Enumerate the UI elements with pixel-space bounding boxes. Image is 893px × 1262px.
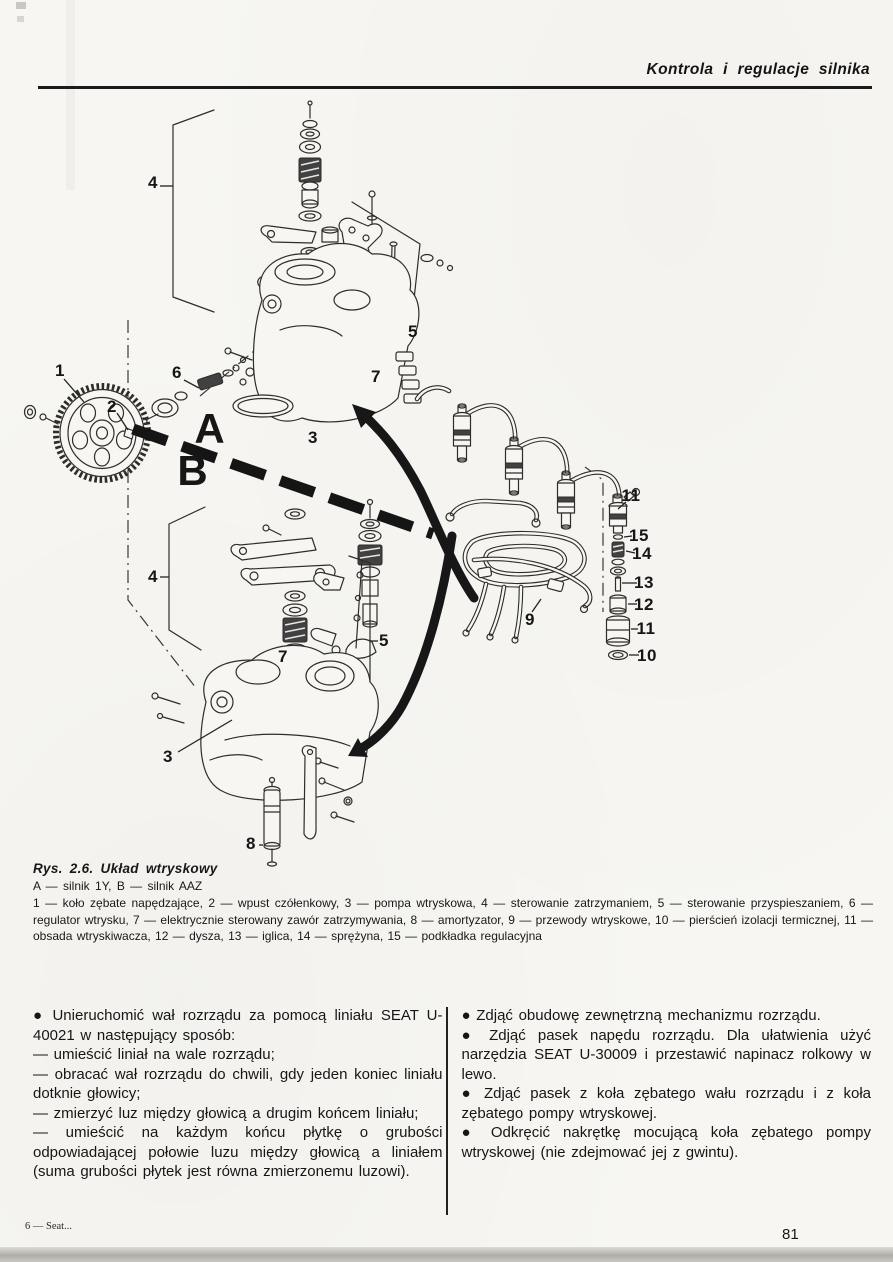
callout-13: 13 [634, 573, 654, 592]
paragraph: ● Zdjąć pasek z koła zębatego wału rozrz… [461, 1085, 872, 1122]
figure-caption-title: Rys. 2.6. Układ wtryskowy [33, 861, 218, 876]
paragraph: ● Odkręcić nakrętkę mocującą koła zębate… [461, 1124, 872, 1161]
callout-7-b: 7 [278, 647, 288, 666]
right-column: ● Zdjąć obudowę zewnętrzną mechanizmu ro… [462, 1006, 872, 1182]
injection-pump-a [224, 226, 422, 423]
exploded-injector [605, 487, 641, 661]
variant-label-b: B [177, 447, 209, 494]
callout-4-a: 4 [148, 173, 158, 192]
figure-caption-legend: 1 — koło zębate napędzające, 2 — wpust c… [33, 896, 873, 943]
scan-edge-band [0, 1247, 893, 1262]
paragraph: ● Zdjąć pasek napędu rozrządu. Dla ułatw… [461, 1026, 872, 1083]
callout-4-b: 4 [148, 567, 158, 586]
paragraph: — umieścić na każdym końcu płytkę o grub… [33, 1124, 443, 1180]
injection-pump-b [151, 644, 379, 801]
scan-smudge [17, 16, 24, 22]
callout-15: 15 [629, 526, 649, 545]
callout-3-a: 3 [308, 428, 318, 447]
figure-caption: Rys. 2.6. Układ wtryskowy A — silnik 1Y,… [33, 861, 873, 945]
callout-8: 8 [246, 834, 256, 853]
running-header: Kontrola i regulacje silnika [646, 61, 870, 78]
callout-14: 14 [632, 544, 652, 563]
print-signature: 6 — Seat... [25, 1221, 72, 1232]
scan-streak [66, 0, 75, 190]
body-text: ● Unieruchomić wał rozrządu za pomocą li… [33, 1006, 871, 1182]
injectors-row [414, 385, 622, 530]
paragraph: — zmierzyć luz między głowicą a drugim k… [33, 1104, 419, 1122]
paragraph: ● Unieruchomić wał rozrządu za pomocą li… [33, 1007, 443, 1044]
column-divider [446, 1007, 448, 1215]
figure-caption-variants: A — silnik 1Y, B — silnik AAZ [33, 879, 203, 893]
header-rule [38, 86, 872, 89]
paragraph: ● Zdjąć obudowę zewnętrzną mechanizmu ro… [461, 1007, 821, 1024]
drive-gear [23, 378, 151, 483]
callout-1: 1 [55, 361, 65, 380]
scan-smudge [16, 2, 26, 9]
variant-divider-line [131, 423, 435, 540]
damper-group [259, 745, 355, 867]
callout-5-b: 5 [379, 631, 389, 650]
callout-12: 12 [634, 595, 654, 614]
injection-lines [445, 498, 593, 644]
callout-3-b: 3 [163, 747, 173, 766]
callout-9: 9 [525, 610, 535, 629]
callout-11-top: 11 [621, 486, 641, 505]
variant-label-a: A [194, 405, 226, 452]
callout-10: 10 [637, 646, 657, 665]
callout-2: 2 [107, 397, 117, 416]
variant-arrows [348, 404, 479, 757]
paragraph: — umieścić liniał na wale rozrządu; [33, 1046, 275, 1063]
page-number: 81 [782, 1226, 799, 1243]
callout-6: 6 [172, 363, 182, 382]
regulator-part-6 [140, 356, 247, 425]
callout-7-a: 7 [371, 367, 381, 386]
callout-11-bottom: 11 [636, 619, 656, 638]
left-column: ● Unieruchomić wał rozrządu za pomocą li… [33, 1006, 443, 1182]
paragraph: — obracać wał rozrządu do chwili, gdy je… [33, 1065, 443, 1103]
callout-5-a: 5 [408, 322, 418, 341]
